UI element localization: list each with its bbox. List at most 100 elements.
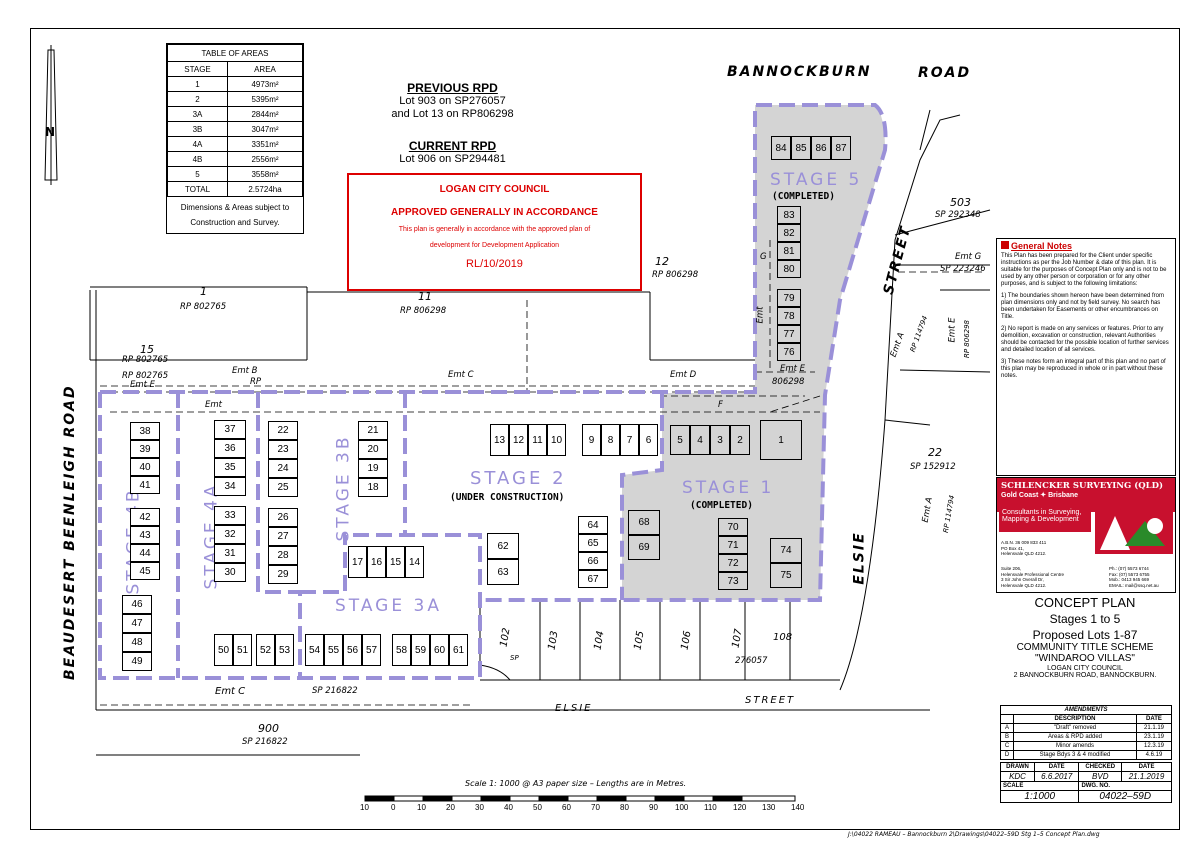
- plan-lots: Proposed Lots 1-87: [1032, 628, 1138, 642]
- plan-project: "WINDAROO VILLAS": [1035, 653, 1135, 664]
- lot: 57: [362, 634, 381, 666]
- lot: 73: [718, 572, 748, 590]
- lot: 45: [130, 562, 160, 580]
- lot: 69: [628, 535, 660, 560]
- lot: 54: [305, 634, 324, 666]
- lot: 17: [348, 546, 367, 578]
- lot: 32: [214, 525, 246, 544]
- lot: 71: [718, 536, 748, 554]
- easement-f: F: [718, 400, 723, 410]
- plan-scheme: COMMUNITY TITLE SCHEME: [1016, 642, 1154, 653]
- lot: 83: [777, 206, 801, 224]
- lot: 8: [601, 424, 620, 456]
- plan-council: LOGAN CITY COUNCIL: [1047, 665, 1123, 672]
- lot: 79: [777, 289, 801, 307]
- general-notes-panel: General Notes This Plan has been prepare…: [996, 238, 1176, 476]
- scale-ticks: 10 0 10 20 30 40 50 60 70 80 90 100 110 …: [360, 803, 805, 812]
- road-elsie-south: ELSIE: [555, 703, 593, 714]
- areas-header-area: AREA: [227, 61, 303, 77]
- easement-g-label: G: [760, 252, 767, 262]
- lot: 7: [620, 424, 639, 456]
- lot: 33: [214, 506, 246, 525]
- lot: 3: [710, 425, 730, 455]
- parcel-sp216822b: SP 216822: [242, 737, 288, 747]
- easement-c2: Emt C: [215, 686, 246, 697]
- stage-2-note: (UNDER CONSTRUCTION): [450, 492, 565, 503]
- lot: 78: [777, 307, 801, 325]
- parcel-503: 503: [950, 196, 971, 209]
- lot: 66: [578, 552, 608, 570]
- lot: 86: [811, 136, 831, 160]
- lot: 82: [777, 224, 801, 242]
- lot: 38: [130, 422, 160, 440]
- parcel-1: 1: [200, 285, 207, 298]
- stage-5-label: STAGE 5: [770, 170, 863, 190]
- stage-5-note: (COMPLETED): [772, 191, 835, 202]
- road-street-south: STREET: [745, 695, 796, 706]
- lot: 23: [268, 440, 298, 459]
- parcel-900: 900: [258, 722, 279, 735]
- lot: 49: [122, 652, 152, 671]
- lot: 61: [449, 634, 468, 666]
- lot: 51: [233, 634, 252, 666]
- stage-3b-label: STAGE 3B: [333, 434, 354, 542]
- areas-title: TABLE OF AREAS: [167, 44, 303, 62]
- parcel-rp802765b: RP 802765: [122, 355, 169, 365]
- easement-g: Emt G: [955, 252, 982, 262]
- parcel-rp806298a: RP 806298: [652, 270, 699, 280]
- lot: 63: [487, 559, 519, 585]
- lot: 56: [343, 634, 362, 666]
- lot: 28: [268, 546, 298, 565]
- lot: 84: [771, 136, 791, 160]
- lot: 25: [268, 478, 298, 497]
- stage-3a-label: STAGE 3A: [335, 596, 442, 616]
- lot: 13: [490, 424, 509, 456]
- stage-1-label: STAGE 1: [682, 478, 775, 498]
- road-road: ROAD: [918, 65, 972, 81]
- company-name: SCHLENCKER SURVEYING (QLD): [1001, 481, 1164, 491]
- lot: 76: [777, 343, 801, 361]
- company-tagline: Consultants in Surveying,Mapping & Devel…: [999, 506, 1091, 532]
- lot: 34: [214, 477, 246, 496]
- parcel-sp216822a: SP 216822: [312, 686, 358, 696]
- areas-header-stage: STAGE: [167, 61, 228, 77]
- lot: 18: [358, 478, 388, 497]
- stage-1-note: (COMPLETED): [690, 500, 753, 511]
- lot: 65: [578, 534, 608, 552]
- easement-b: Emt B: [232, 366, 258, 376]
- lot: 40: [130, 458, 160, 476]
- file-path: J:\04022 RAMEAU – Bannockburn 2\Drawings…: [848, 831, 1100, 838]
- drawing-frame: [30, 28, 1180, 830]
- lot: 64: [578, 516, 608, 534]
- company-logo-icon: [1095, 506, 1173, 554]
- lot: 6: [639, 424, 658, 456]
- lot: 53: [275, 634, 294, 666]
- lot: 35: [214, 458, 246, 477]
- lot: 44: [130, 544, 160, 562]
- lot: 37: [214, 420, 246, 439]
- lot: 87: [831, 136, 851, 160]
- easement-c1: Emt C: [448, 370, 474, 380]
- current-rpd: CURRENT RPD Lot 906 on SP294481: [399, 139, 506, 166]
- lot: 21: [358, 421, 388, 440]
- road-elsie-east: ELSIE: [851, 531, 868, 585]
- lot: 67: [578, 570, 608, 588]
- parcel-rp802765a: RP 802765: [180, 302, 227, 312]
- lot: 43: [130, 526, 160, 544]
- lot: 52: [256, 634, 275, 666]
- parcel-sp292348: SP 292348: [935, 210, 981, 220]
- easement-b-rp: RP: [250, 377, 262, 387]
- lot: 27: [268, 527, 298, 546]
- lot: 5: [670, 425, 690, 455]
- lot: 42: [130, 508, 160, 526]
- easement-e2: Emt E: [780, 364, 806, 374]
- lot: 19: [358, 459, 388, 478]
- lot: 4: [690, 425, 710, 455]
- council-approval-stamp: LOGAN CITY COUNCIL APPROVED GENERALLY IN…: [347, 173, 642, 291]
- lot: 48: [122, 633, 152, 652]
- plan-address: 2 BANNOCKBURN ROAD, BANNOCKBURN.: [1013, 672, 1157, 679]
- lot: 70: [718, 518, 748, 536]
